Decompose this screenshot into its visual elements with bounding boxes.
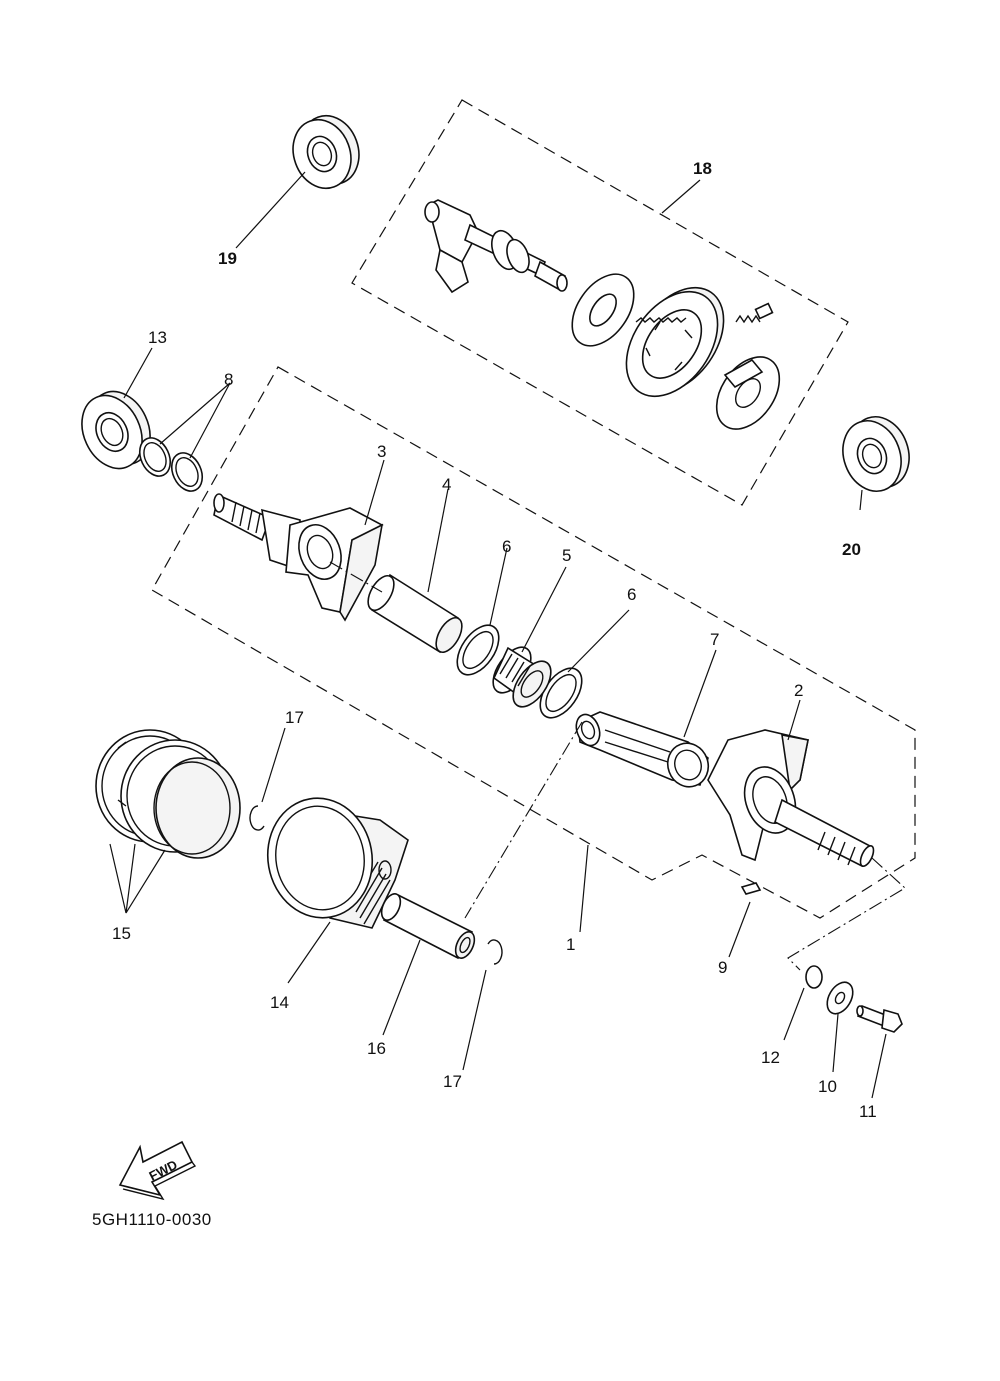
bearing-20[interactable] [833,409,918,500]
callout-labels: 1 2 3 4 5 6 6 7 8 9 10 11 12 13 14 15 16… [112,159,877,1121]
callout-4: 4 [442,475,451,494]
callout-17a: 17 [285,708,304,727]
callout-10: 10 [818,1077,837,1096]
callout-14: 14 [270,993,289,1012]
callout-6a: 6 [502,537,511,556]
callout-17b: 17 [443,1072,462,1091]
piston-pin-16[interactable] [378,891,478,961]
bolt-11[interactable] [856,1004,903,1033]
callout-20: 20 [842,540,861,559]
callout-5: 5 [562,546,571,565]
callout-9: 9 [718,958,727,977]
bearing-19[interactable] [284,108,369,197]
piston-14[interactable] [258,790,409,929]
circlip-17a[interactable] [249,805,265,831]
balancer-driven-gear[interactable] [608,271,743,414]
callout-16: 16 [367,1039,386,1058]
callout-15: 15 [112,924,131,943]
key-9[interactable] [740,882,762,895]
crank-pin-4[interactable] [363,572,467,657]
piston-rings-15[interactable] [95,729,241,859]
callout-3: 3 [377,442,386,461]
crank-pin-axis-line [329,561,383,593]
callout-11: 11 [859,1102,877,1121]
o-ring-12[interactable] [805,965,823,989]
washer-6a[interactable] [449,618,507,682]
part-code: 5GH1110-0030 [92,1210,212,1229]
fwd-arrow-icon: FWD [118,1140,197,1201]
callout-6b: 6 [627,585,636,604]
callout-8: 8 [224,370,233,389]
rod-to-piston-pin-line [464,721,583,919]
bearing-13[interactable] [71,382,162,479]
crank-left-3[interactable] [213,493,384,622]
crankshaft-group-outline [151,366,916,919]
circlip-17b[interactable] [487,939,503,965]
balancer-washer[interactable] [560,263,647,357]
needle-bearing-5[interactable] [486,641,559,714]
callout-18: 18 [693,159,712,178]
leader-lines [109,171,887,1099]
callout-13: 13 [148,328,167,347]
balancer-springs-pin[interactable] [735,302,774,324]
callout-12: 12 [761,1048,780,1067]
crank-right-2[interactable] [707,729,876,868]
shim-8b[interactable] [166,448,208,496]
connecting-rod-7[interactable] [572,711,714,792]
balancer-drive-plate[interactable] [704,345,792,440]
washer-10[interactable] [822,978,858,1018]
callout-19: 19 [218,249,237,268]
callout-7: 7 [710,630,719,649]
shim-8a[interactable] [134,433,176,481]
balancer-group-outline [351,99,849,506]
callout-1: 1 [566,935,575,954]
callout-2: 2 [794,681,803,700]
balancer-shaft-18[interactable] [424,199,568,294]
